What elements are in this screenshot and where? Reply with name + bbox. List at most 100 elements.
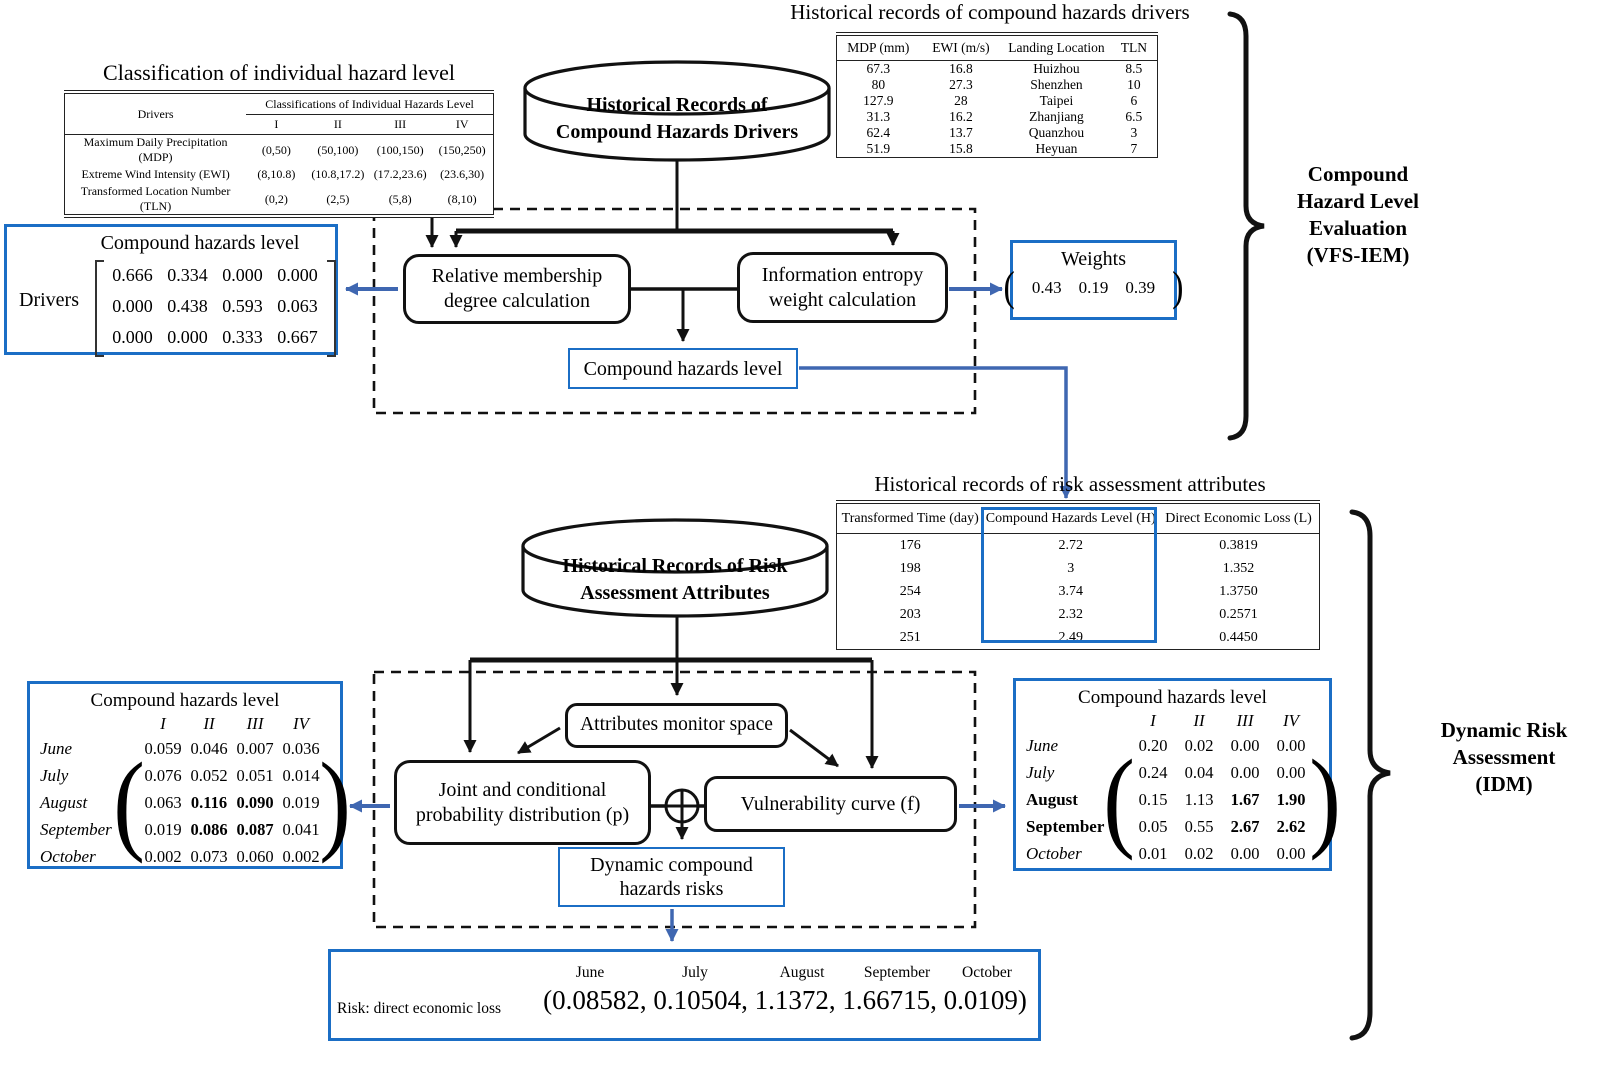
cell: 0.593 [222,296,263,316]
cell: 0.00 [1230,735,1260,755]
vfs-iem-section-label: Compound Hazard Level Evaluation (VFS-IE… [1290,161,1426,269]
cell: 7 [1130,141,1138,156]
cell: 28 [954,93,968,108]
cell: (2,5) [326,191,350,206]
cell: 1.67 [1230,789,1260,809]
col-header: II [1193,711,1205,730]
cell: 1.352 [1222,560,1255,576]
label-line: (IDM) [1475,772,1533,796]
table-row: 67.3 16.8 Huizhou 8.5 [837,61,1158,78]
cell: 0.24 [1138,762,1168,782]
arrow-monitor-to-joint [517,726,561,755]
col-header: MDP (mm) [836,34,920,61]
cell: 8.5 [1125,61,1143,76]
matrix-body: June July August September October ( 0.2… [1016,732,1341,867]
month-header: October [962,964,1012,981]
cell: 6 [1130,93,1138,108]
row-label: August [1026,790,1078,809]
cell: 0.052 [190,765,228,785]
cell: Taipei [1039,93,1074,108]
label-line: Hazard Level [1297,189,1419,213]
cell: 13.7 [949,125,973,140]
arrow-hazards-level-to-attribute-table [799,366,1073,499]
cell: 0.000 [167,327,208,347]
matrix-title: Compound hazards level [1078,687,1267,708]
label-line: Compound [1307,162,1409,186]
matrix-title: Compound hazards level [90,690,280,711]
left-paren-icon: ( [1103,736,1135,862]
risk-output-panel: June July August September October Risk:… [328,949,1041,1041]
cell: 1.3750 [1219,583,1258,599]
table-row: Transformed Location Number (TLN) (0,2) … [65,184,494,216]
cell: 0.55 [1184,816,1214,836]
cell: Zhanjiang [1029,109,1084,124]
cell: 0.334 [167,265,208,285]
col-header: Transformed Time (day) [836,502,984,534]
cell: 0.04 [1184,762,1214,782]
cell: 0.002 [282,846,320,866]
cell: 0.090 [236,792,274,812]
table-row: 31.3 16.2 Zhanjiang 6.5 [837,109,1158,125]
classification-table-title: Classification of individual hazard leve… [103,60,455,85]
records-table-title: Historical records of compound hazards d… [790,0,1190,24]
left-paren-icon: ( [113,739,145,865]
cell: 0.01 [1138,843,1168,863]
drivers-matrix-row-label: Drivers [19,289,79,311]
cell: 1.90 [1276,789,1306,809]
cell: 0.000 [112,296,153,316]
col-header: EWI (m/s) [919,34,1003,61]
cell: 51.9 [866,141,891,156]
matrix-values: 0.059 0.046 0.007 0.036 0.076 0.052 0.05… [140,735,324,870]
cell: 27.3 [949,77,973,92]
risk-output-values: (0.08582, 0.10504, 1.1372, 1.66715, 0.01… [543,985,1027,1015]
left-bracket-icon [95,260,104,357]
cell: Maximum Daily Precipitation (MDP) [83,135,228,164]
database-cylinder-2-top [521,518,829,574]
col-header: Direct Economic Loss (L) [1158,502,1320,534]
right-paren-icon: ) [1172,264,1184,311]
cell: 0.20 [1138,735,1168,755]
drivers-matrix-values: 0.666 0.334 0.000 0.000 0.000 0.438 0.59… [105,260,325,353]
compound-hazards-level-box: Compound hazards level [568,348,798,389]
cell: 6.5 [1125,109,1143,124]
row-label: October [1026,844,1082,863]
matrix-body: June July August September October ( 0.0… [30,735,351,870]
cell: 0.000 [112,327,153,347]
cell: 0.00 [1230,843,1260,863]
col-header: I [1150,711,1156,730]
row-label: June [1026,736,1059,755]
cell: 0.019 [282,792,320,812]
cell: 0.00 [1276,843,1306,863]
matrix-col-headers: I II III IV [140,714,340,734]
cell: (5,8) [388,191,412,206]
cell: Heyuan [1035,141,1078,156]
col-header: Landing Location [1002,34,1111,61]
cell: 0.00 [1276,735,1306,755]
cell: 0.667 [277,327,318,347]
table-row: 127.9 28 Taipei 6 [837,93,1158,109]
cell: 3 [1067,560,1075,576]
cell: 176 [899,537,921,553]
cell: (8,10) [447,191,477,206]
table-row: 176 2.72 0.3819 [837,534,1320,558]
row-label: June [40,739,73,758]
col-header: IV [1282,711,1300,730]
cell: 10 [1127,77,1141,92]
classification-drivers-header: Drivers [64,92,247,135]
col-header: TLN [1110,34,1158,61]
database1-label-line1: Historical Records of [586,94,768,116]
matrix-values: 0.20 0.02 0.00 0.00 0.24 0.04 0.00 0.00 … [1130,732,1314,867]
cell: (10.8,17.2) [311,167,365,181]
weight-value: 0.43 [1031,278,1062,297]
cell: 3.74 [1058,583,1083,599]
cell: 0.014 [282,765,320,785]
cell: 0.666 [112,265,153,285]
vfs-iem-brace [1227,11,1265,441]
cell: 67.3 [866,61,891,76]
month-header: June [575,964,605,981]
risk-matrix-panel: Compound hazards level I II III IV June … [1013,678,1341,871]
weights-values: ( 0.43 0.19 0.39 ) [1004,266,1184,309]
col-header: I [160,714,166,733]
cell: 3 [1130,125,1138,140]
